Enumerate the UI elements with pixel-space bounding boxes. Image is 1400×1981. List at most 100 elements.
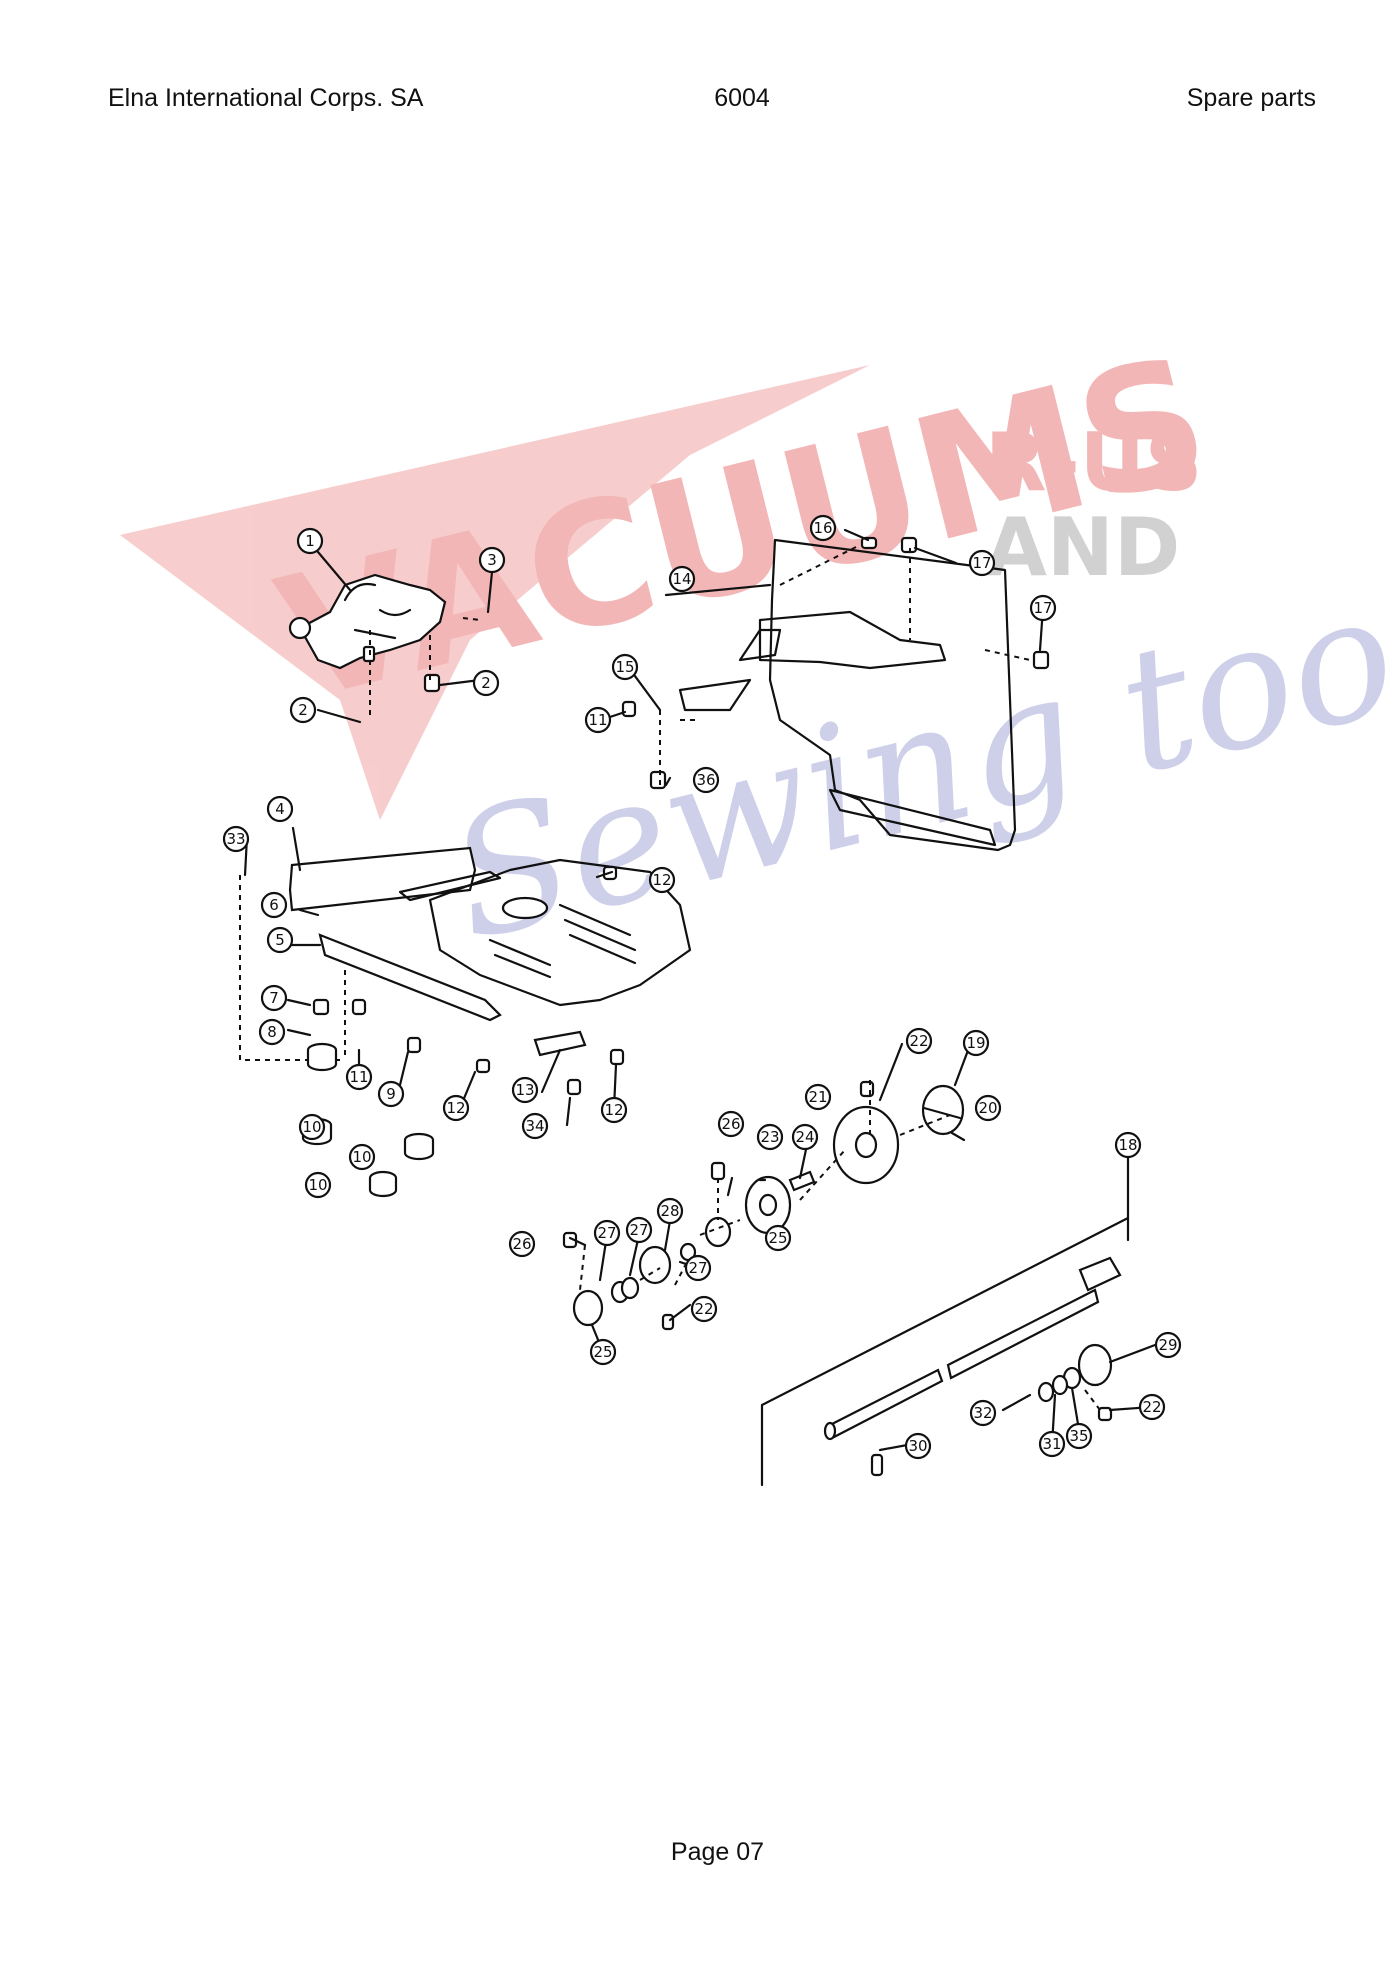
callout-32: 32 bbox=[969, 1399, 997, 1427]
svg-text:23: 23 bbox=[760, 1128, 779, 1146]
watermark-word-and: AND bbox=[985, 501, 1180, 594]
callout-34: 34 bbox=[521, 1112, 549, 1140]
svg-text:24: 24 bbox=[795, 1128, 814, 1146]
callout-25a: 25 bbox=[764, 1224, 792, 1252]
callout-22b: 22 bbox=[690, 1295, 718, 1323]
svg-text:27: 27 bbox=[597, 1224, 616, 1242]
svg-text:16: 16 bbox=[813, 519, 832, 537]
header-section: Spare parts bbox=[1186, 84, 1316, 112]
callout-12b: 12 bbox=[442, 1094, 470, 1122]
callout-27c: 27 bbox=[684, 1254, 712, 1282]
page-number: Page 07 bbox=[670, 1838, 765, 1866]
callout-15: 15 bbox=[611, 653, 639, 681]
callout-2b: 2 bbox=[472, 669, 500, 697]
svg-text:2: 2 bbox=[481, 674, 491, 692]
callout-23: 23 bbox=[756, 1123, 784, 1151]
svg-text:22: 22 bbox=[694, 1300, 713, 1318]
callout-26a: 26 bbox=[717, 1110, 745, 1138]
header-model-number: 6004 bbox=[714, 84, 770, 112]
callout-24: 24 bbox=[791, 1123, 819, 1151]
callout-16: 16 bbox=[809, 514, 837, 542]
callout-27a: 27 bbox=[593, 1219, 621, 1247]
svg-text:5: 5 bbox=[275, 931, 285, 949]
svg-text:12: 12 bbox=[446, 1099, 465, 1117]
part-4-rail bbox=[288, 846, 502, 912]
svg-text:28: 28 bbox=[660, 1202, 679, 1220]
svg-text:31: 31 bbox=[1042, 1435, 1061, 1453]
part-1-mechanism bbox=[288, 573, 447, 670]
svg-text:22: 22 bbox=[1142, 1398, 1161, 1416]
drive-components bbox=[572, 1084, 965, 1327]
callout-26b: 26 bbox=[508, 1230, 536, 1258]
part-18-shaft-assembly bbox=[760, 1216, 1130, 1487]
svg-text:11: 11 bbox=[588, 711, 607, 729]
header-company: Elna International Corps. SA bbox=[108, 84, 424, 112]
svg-text:17: 17 bbox=[1033, 599, 1052, 617]
callout-22c: 22 bbox=[1138, 1393, 1166, 1421]
svg-text:10: 10 bbox=[302, 1118, 321, 1136]
svg-text:12: 12 bbox=[604, 1101, 623, 1119]
callout-1: 1 bbox=[296, 527, 324, 555]
svg-text:22: 22 bbox=[909, 1032, 928, 1050]
callout-12a: 12 bbox=[648, 866, 676, 894]
svg-text:3: 3 bbox=[487, 551, 497, 569]
svg-text:4: 4 bbox=[275, 800, 285, 818]
callout-22a: 22 bbox=[905, 1027, 933, 1055]
callout-12c: 12 bbox=[600, 1096, 628, 1124]
callout-11b: 11 bbox=[584, 706, 612, 734]
callout-10b: 10 bbox=[348, 1143, 376, 1171]
svg-text:17: 17 bbox=[972, 554, 991, 572]
svg-text:34: 34 bbox=[525, 1117, 544, 1135]
watermark-swoosh bbox=[120, 365, 870, 820]
svg-text:11: 11 bbox=[349, 1068, 368, 1086]
small-screws bbox=[312, 536, 1113, 1477]
svg-text:35: 35 bbox=[1069, 1427, 1088, 1445]
callout-7: 7 bbox=[260, 984, 288, 1012]
callout-5: 5 bbox=[266, 926, 294, 954]
svg-text:10: 10 bbox=[352, 1148, 371, 1166]
callout-28: 28 bbox=[656, 1197, 684, 1225]
watermark-word-rus: R-US bbox=[985, 416, 1202, 509]
svg-text:27: 27 bbox=[688, 1259, 707, 1277]
callout-10c: 10 bbox=[304, 1171, 332, 1199]
svg-text:9: 9 bbox=[386, 1085, 396, 1103]
bed-plate bbox=[239, 858, 692, 1061]
callout-36: 36 bbox=[692, 766, 720, 794]
svg-text:2: 2 bbox=[298, 701, 308, 719]
svg-text:18: 18 bbox=[1118, 1136, 1137, 1154]
part-14-side-plate bbox=[678, 538, 1017, 852]
svg-text:25: 25 bbox=[768, 1229, 787, 1247]
svg-text:12: 12 bbox=[652, 871, 671, 889]
callout-6: 6 bbox=[260, 891, 288, 919]
callout-11a: 11 bbox=[345, 1063, 373, 1091]
callout-20: 20 bbox=[974, 1094, 1002, 1122]
callout-17a: 17 bbox=[968, 549, 996, 577]
callout-4: 4 bbox=[266, 795, 294, 823]
svg-text:26: 26 bbox=[721, 1115, 740, 1133]
part-5-rail bbox=[318, 933, 502, 1022]
svg-text:32: 32 bbox=[973, 1404, 992, 1422]
callout-3: 3 bbox=[478, 546, 506, 574]
callout-2a: 2 bbox=[289, 696, 317, 724]
svg-text:30: 30 bbox=[908, 1437, 927, 1455]
svg-text:14: 14 bbox=[672, 570, 691, 588]
assembly-dashed-lines bbox=[369, 544, 1101, 1411]
callout-21: 21 bbox=[804, 1083, 832, 1111]
svg-text:6: 6 bbox=[269, 896, 279, 914]
callout-17b: 17 bbox=[1029, 594, 1057, 622]
svg-text:33: 33 bbox=[226, 830, 245, 848]
callout-18: 18 bbox=[1114, 1131, 1142, 1159]
svg-text:13: 13 bbox=[515, 1081, 534, 1099]
svg-text:7: 7 bbox=[269, 989, 279, 1007]
svg-text:26: 26 bbox=[512, 1235, 531, 1253]
callout-25b: 25 bbox=[589, 1338, 617, 1366]
svg-text:20: 20 bbox=[978, 1099, 997, 1117]
callout-35: 35 bbox=[1065, 1422, 1093, 1450]
callout-19: 19 bbox=[962, 1029, 990, 1057]
callout-31: 31 bbox=[1038, 1430, 1066, 1458]
part-13-plate bbox=[533, 1030, 587, 1057]
svg-text:15: 15 bbox=[615, 658, 634, 676]
callout-8: 8 bbox=[258, 1018, 286, 1046]
svg-text:19: 19 bbox=[966, 1034, 985, 1052]
